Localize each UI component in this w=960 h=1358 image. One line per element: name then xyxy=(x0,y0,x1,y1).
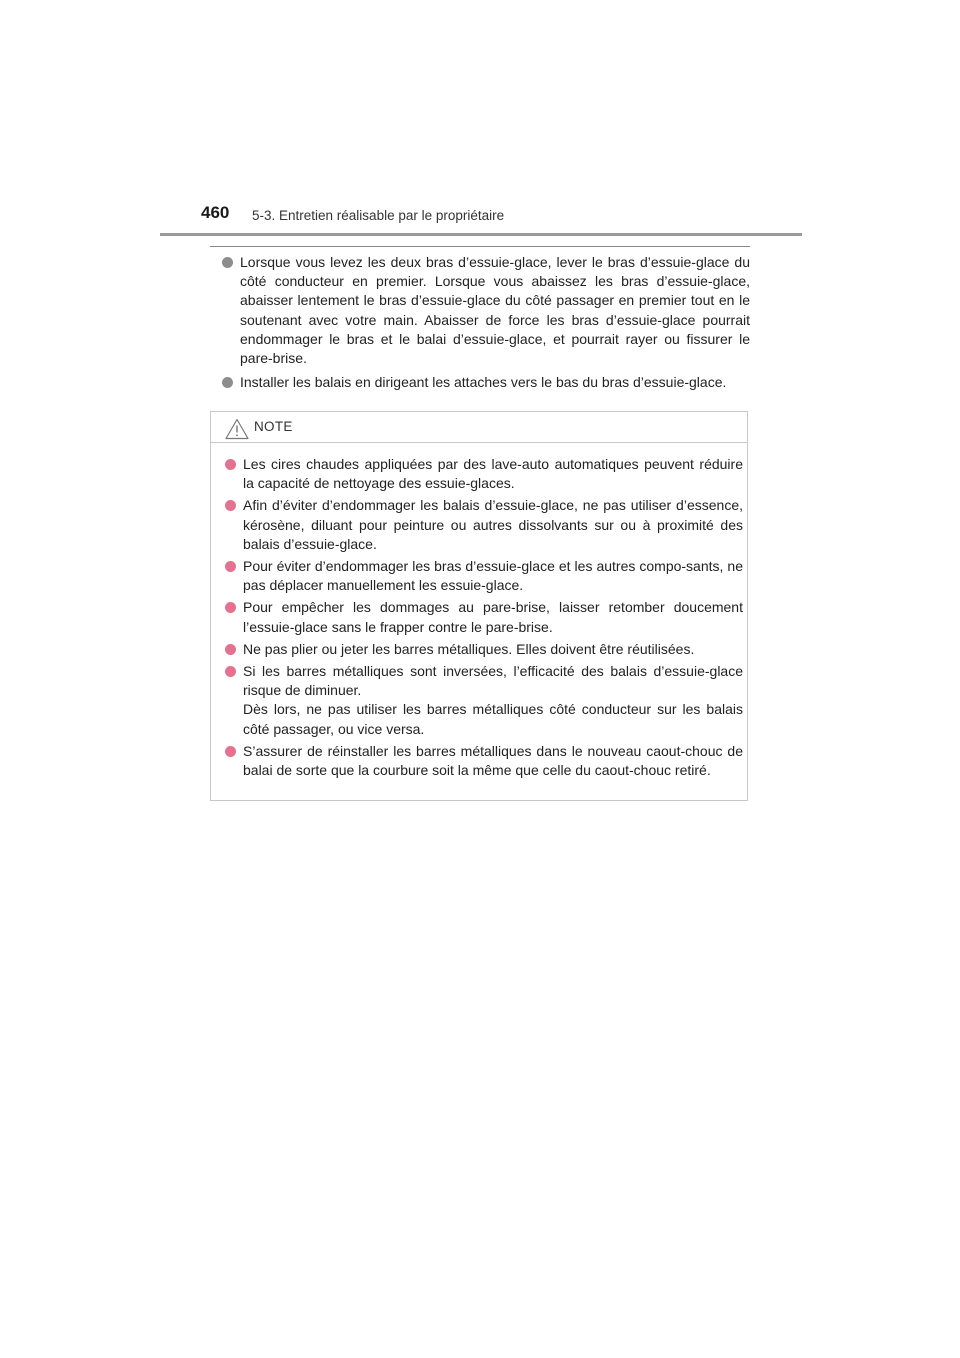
list-item-text: Afin d’éviter d’endommager les balais d’… xyxy=(243,497,743,552)
note-box: NOTE Les cires chaudes appliquées par de… xyxy=(210,411,748,801)
bullet-dot-icon xyxy=(225,666,236,678)
list-item: Afin d’éviter d’endommager les balais d’… xyxy=(225,496,743,554)
list-item: Les cires chaudes appliquées par des lav… xyxy=(225,455,743,493)
list-item-text: S’assurer de réinstaller les barres méta… xyxy=(243,742,743,779)
bullet-dot-icon xyxy=(222,377,233,389)
list-item-text: Les cires chaudes appliquées par des lav… xyxy=(243,456,743,492)
list-item-text: Si les barres métalliques sont inversées… xyxy=(243,663,743,699)
header-rule xyxy=(160,233,802,236)
bullet-dot-icon xyxy=(225,459,236,470)
bullet-dot-icon xyxy=(225,561,236,573)
list-item-text: Pour empêcher les dommages au pare-brise… xyxy=(243,599,743,635)
content-top-rule xyxy=(210,246,750,247)
bullet-list: Lorsque vous levez les deux bras d’essui… xyxy=(222,253,750,397)
list-item-text: Lorsque vous levez les deux bras d’essui… xyxy=(240,254,750,367)
list-item-text: Ne pas plier ou jeter les barres métalli… xyxy=(243,640,695,657)
bullet-dot-icon xyxy=(225,500,236,512)
list-item-text: Installer les balais en dirigeant les at… xyxy=(240,374,727,391)
note-list: Les cires chaudes appliquées par des lav… xyxy=(225,455,743,783)
bullet-dot-icon xyxy=(222,257,233,268)
page-number: 460 xyxy=(201,203,230,222)
list-item-text: Pour éviter d’endommager les bras d’essu… xyxy=(243,558,743,594)
bullet-dot-icon xyxy=(225,602,236,614)
list-item-text: Dès lors, ne pas utiliser les barres mét… xyxy=(243,701,743,737)
list-item: Ne pas plier ou jeter les barres métalli… xyxy=(225,640,743,659)
bullet-dot-icon xyxy=(225,643,236,655)
bullet-dot-icon xyxy=(225,745,236,757)
list-item: Installer les balais en dirigeant les at… xyxy=(222,373,750,392)
list-item: Pour éviter d’endommager les bras d’essu… xyxy=(225,557,743,595)
note-header: NOTE xyxy=(211,412,747,443)
list-item: Lorsque vous levez les deux bras d’essui… xyxy=(222,253,750,368)
list-item: Si les barres métalliques sont inversées… xyxy=(225,662,743,739)
warning-triangle-icon xyxy=(225,418,249,440)
list-item: Pour empêcher les dommages au pare-brise… xyxy=(225,598,743,636)
list-item: S’assurer de réinstaller les barres méta… xyxy=(225,742,743,780)
section-title: 5-3. Entretien réalisable par le proprié… xyxy=(252,208,505,223)
note-label: NOTE xyxy=(254,419,293,434)
